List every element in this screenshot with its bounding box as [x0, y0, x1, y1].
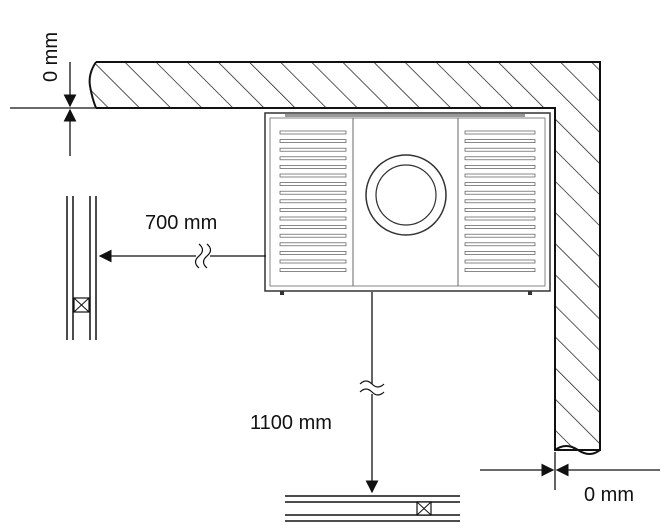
grille-slat: [464, 165, 536, 169]
grille-slat: [279, 208, 347, 212]
grille-slat: [464, 208, 536, 212]
grille-slat: [279, 139, 347, 143]
grille-slat: [279, 147, 347, 152]
grille-slat: [464, 173, 536, 178]
right-grille: [464, 130, 536, 272]
grille-slat: [279, 199, 347, 204]
grille-slat: [279, 251, 347, 255]
grille-slat: [464, 182, 536, 186]
front-clearance-dimension: 1100 mm: [250, 292, 385, 494]
grille-slat: [279, 268, 347, 272]
left-grille: [279, 130, 347, 272]
grille-slat: [464, 156, 536, 161]
grille-slat: [464, 268, 536, 272]
right-clearance-dimension: 0 mm: [480, 452, 660, 506]
grille-slat: [464, 251, 536, 255]
top-clearance-label: 0 mm: [40, 32, 62, 82]
grille-slat: [279, 216, 347, 221]
left-clearance-label: 700 mm: [145, 212, 217, 234]
grille-slat: [464, 242, 536, 247]
outdoor-unit: [264, 112, 551, 295]
grille-slat: [279, 242, 347, 247]
grille-slat: [464, 130, 536, 135]
grille-slat: [464, 225, 536, 229]
grille-slat: [464, 190, 536, 195]
grille-slat: [279, 156, 347, 161]
grille-slat: [279, 130, 347, 135]
grille-slat: [279, 259, 347, 264]
grille-slat: [464, 233, 536, 238]
grille-slat: [464, 139, 536, 143]
grille-slat: [279, 182, 347, 186]
grille-slat: [464, 216, 536, 221]
grille-slat: [464, 259, 536, 264]
top-clearance-dimension: 0 mm: [10, 32, 100, 156]
grille-slat: [279, 165, 347, 169]
grille-slat: [279, 173, 347, 178]
grille-slat: [279, 190, 347, 195]
right-clearance-label: 0 mm: [584, 484, 634, 506]
grille-slat: [464, 147, 536, 152]
grille-slat: [279, 225, 347, 229]
fan-guard: [365, 154, 447, 236]
front-clearance-label: 1100 mm: [250, 412, 332, 434]
left-obstacle: [66, 196, 97, 340]
front-obstacle: [285, 495, 460, 522]
left-clearance-dimension: 700 mm: [98, 212, 266, 269]
grille-slat: [464, 199, 536, 204]
grille-slat: [279, 233, 347, 238]
